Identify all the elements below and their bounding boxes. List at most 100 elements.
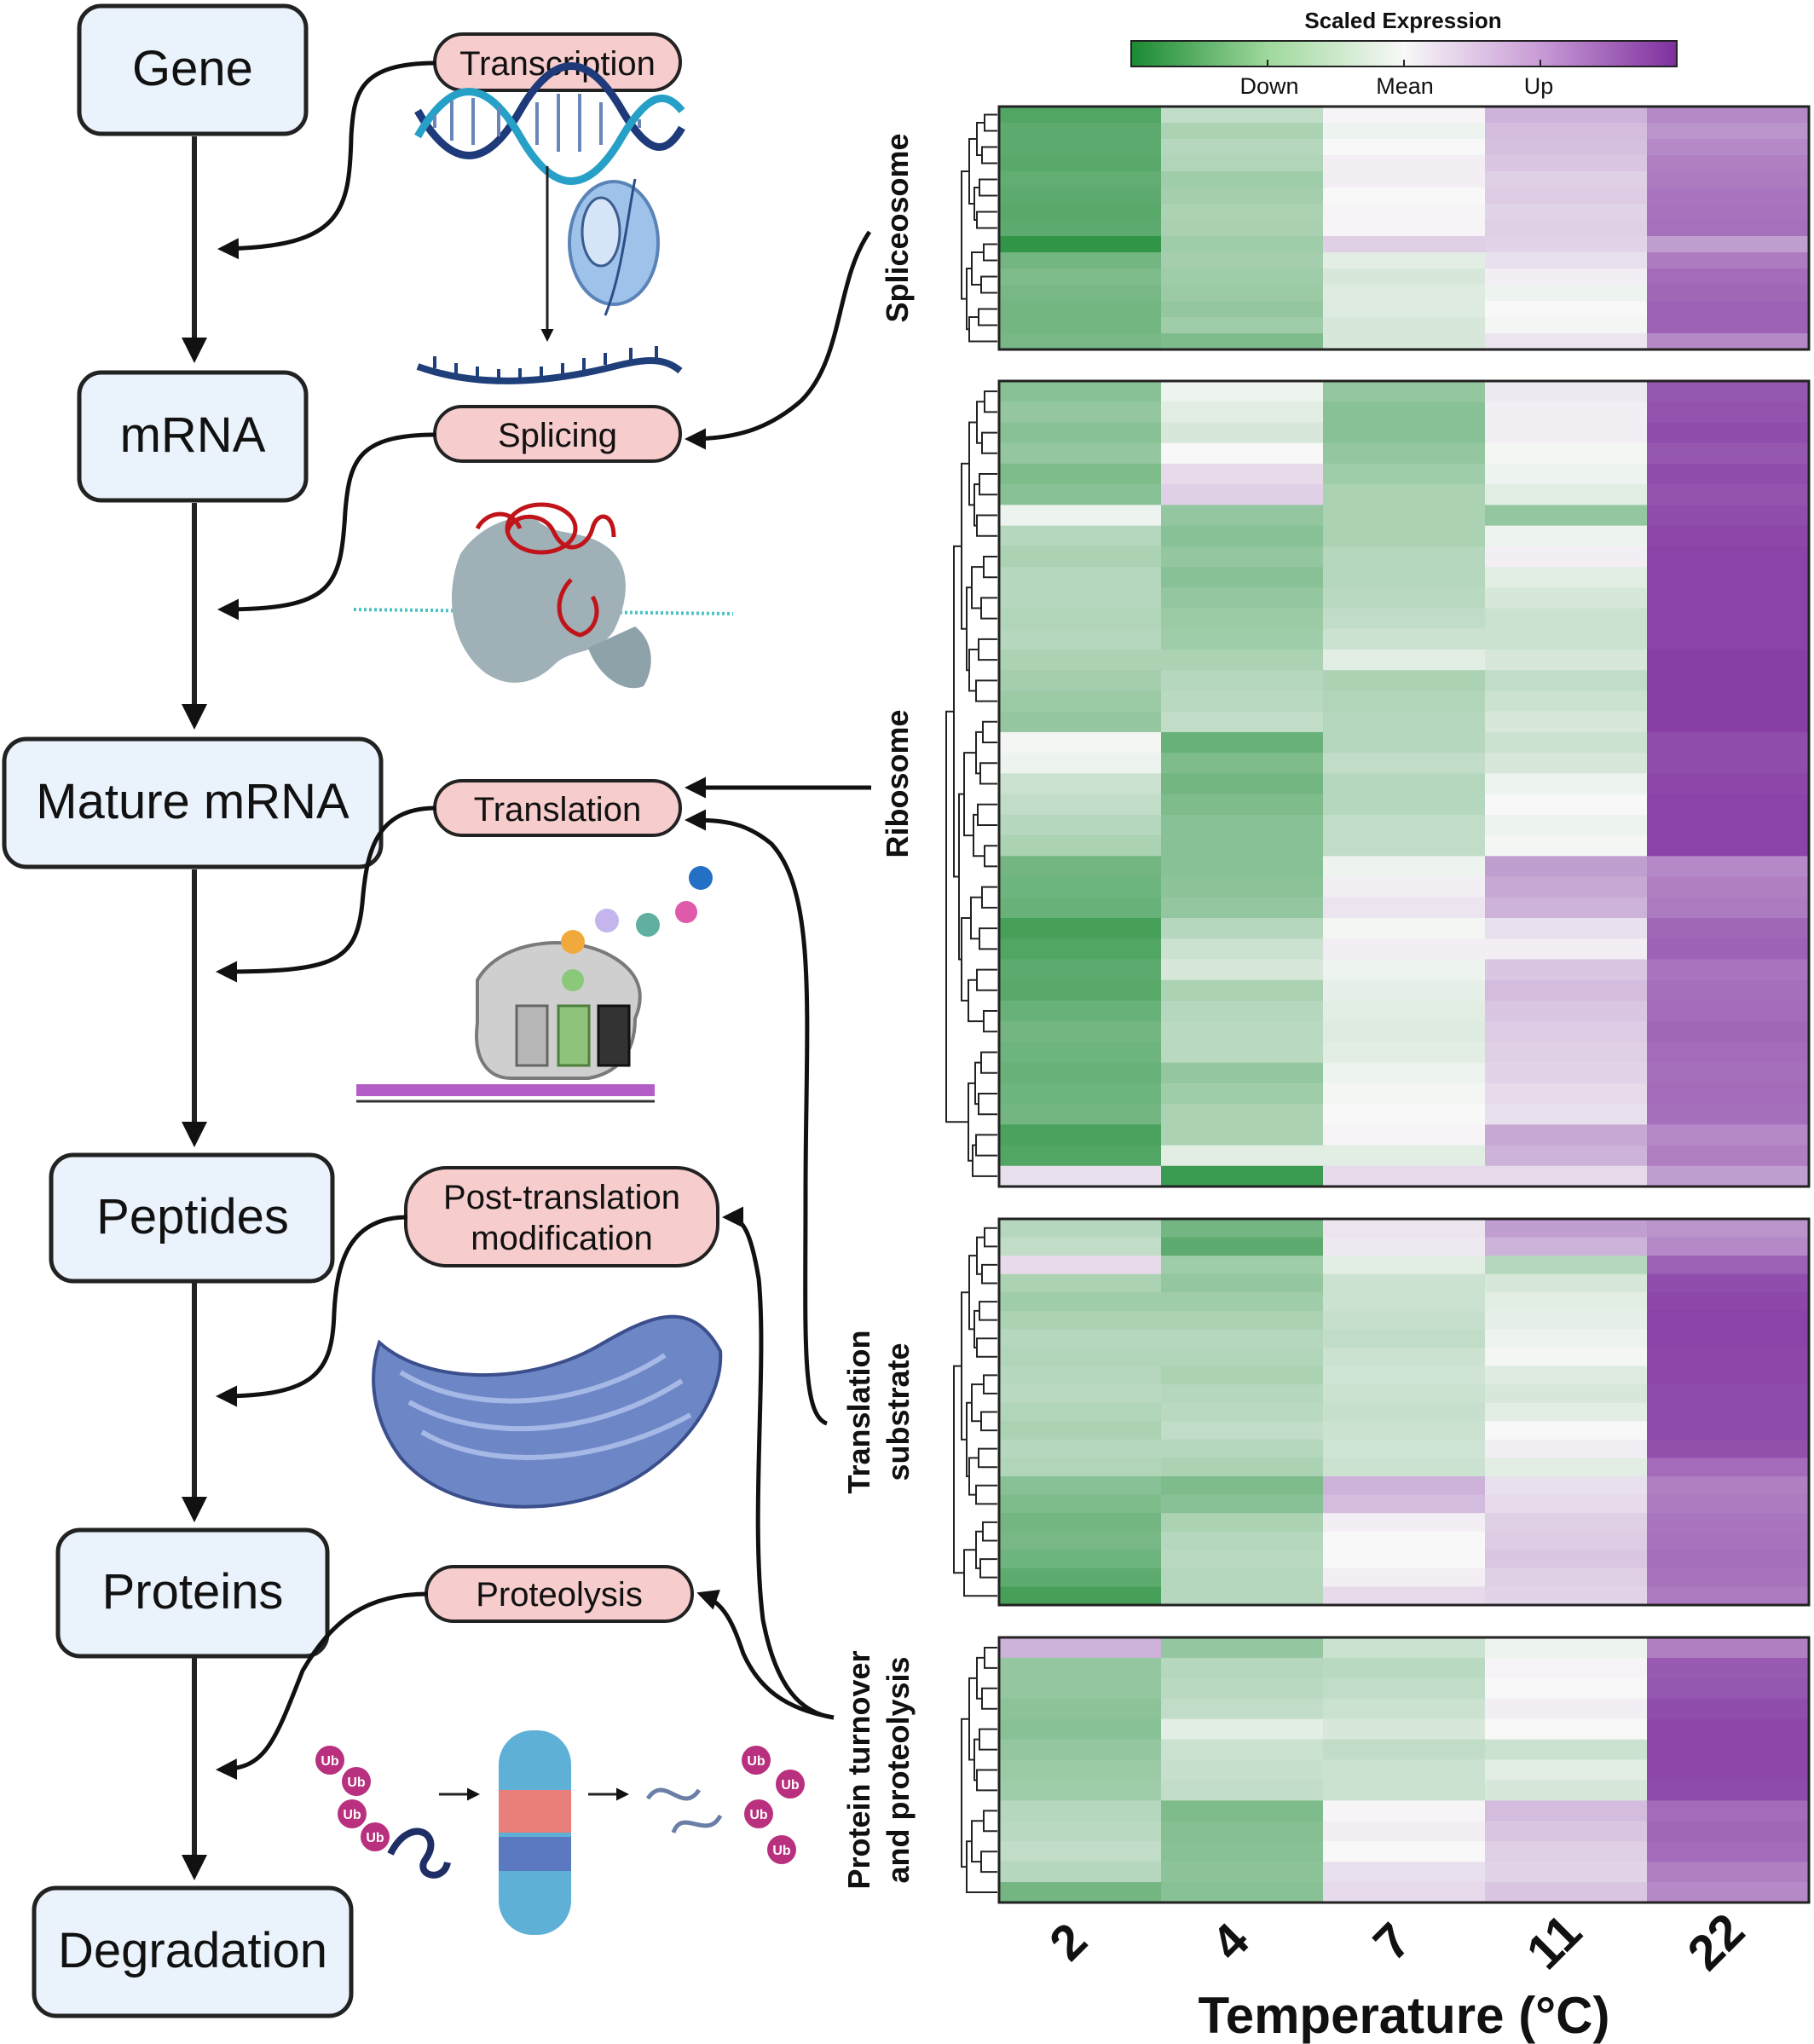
heatmap-cell: [1161, 1458, 1324, 1477]
node-proteins-label: Proteins: [102, 1564, 284, 1620]
heatmap-cell: [1323, 1124, 1486, 1146]
heatmap-cell: [1161, 979, 1324, 1002]
heatmap-cell: [1161, 1677, 1324, 1700]
heatmap-cell: [1647, 401, 1810, 423]
node-proteins: Proteins: [55, 1527, 330, 1659]
heatmap-cell: [1323, 1637, 1486, 1659]
legend-title: Scaled Expression: [1304, 8, 1501, 33]
heatmap-cell: [1323, 1862, 1486, 1883]
heatmap-cell: [1161, 918, 1324, 939]
heatmap-cell: [1647, 1292, 1810, 1312]
dendrogram-branch: [976, 1769, 997, 1792]
heatmap-cell: [1647, 1476, 1810, 1496]
heatmap-cell: [1323, 876, 1486, 898]
heatmap-cell: [1161, 1841, 1324, 1862]
heatmap-cell: [999, 690, 1162, 713]
heatmap-cell: [1485, 753, 1648, 774]
heatmap-cell: [1161, 188, 1324, 205]
heatmap-cell: [1647, 1458, 1810, 1477]
heatmap-cell: [1647, 1366, 1810, 1385]
heatmap-cell: [999, 1550, 1162, 1569]
heatmap-cell: [1485, 1083, 1648, 1105]
heatmap-cell: [1161, 1256, 1324, 1275]
heatmap-cell: [1485, 1348, 1648, 1367]
heatmap-cell: [999, 814, 1162, 836]
heatmap-cell: [1647, 567, 1810, 588]
heatmap-cell: [999, 1841, 1162, 1862]
heatmap-cell: [1485, 731, 1648, 754]
heatmap-cell: [1485, 1657, 1648, 1679]
heatmap-cell: [1161, 1366, 1324, 1385]
heatmap-cell: [1323, 1586, 1486, 1606]
dendrogram: [961, 113, 997, 343]
heatmap-cell: [1323, 1531, 1486, 1550]
heatmap-cell: [999, 1759, 1162, 1781]
heatmap-cell: [1485, 1366, 1648, 1385]
heatmap-cell: [1485, 690, 1648, 713]
heatmap-cell: [1485, 1586, 1648, 1606]
process-transcription: Transcription: [433, 32, 682, 92]
dendrogram-branch: [980, 1851, 997, 1874]
heatmap-cell: [1161, 220, 1324, 237]
heatmap-cell: [1161, 690, 1324, 713]
heatmap-cell: [999, 794, 1162, 816]
heatmap-cell: [1161, 107, 1324, 124]
heatmap-cell: [1485, 567, 1648, 588]
heatmap-cell: [999, 608, 1162, 630]
heatmap-cell: [1161, 1292, 1324, 1312]
dendrogram-branch: [973, 813, 985, 857]
process-ptm: Post-translation modification: [404, 1166, 719, 1267]
heatmap-cell: [1485, 938, 1648, 960]
heatmap-cell: [1647, 220, 1810, 237]
dendrogram-branch: [984, 845, 997, 868]
curve-turnover-to-proteolysis: [696, 1589, 835, 1720]
heatmap-cell: [1161, 1882, 1324, 1903]
heatmap-cell: [1323, 525, 1486, 547]
heatmap-cell: [1647, 1759, 1810, 1781]
heatmap-cell: [1161, 1042, 1324, 1064]
proteasome-illustration: Ub Ub Ub Ub Ub Ub Ub Ub: [315, 1730, 805, 1935]
heatmap-cell: [1161, 1439, 1324, 1458]
heatmap-cell: [1647, 188, 1810, 205]
heatmap-cell: [1647, 1882, 1810, 1903]
heatmap-cell: [1161, 835, 1324, 857]
heatmap-cell: [999, 587, 1162, 609]
heatmap-cell: [1485, 650, 1648, 671]
dendrogram-branch: [981, 431, 997, 454]
dendrogram-branch: [983, 1010, 997, 1033]
heatmap-cell: [1161, 628, 1324, 650]
heatmap-cell: [1485, 711, 1648, 733]
heatmap-cell: [1161, 856, 1324, 878]
heatmap-cell: [1161, 1062, 1324, 1084]
ribosome-illustration: [356, 866, 713, 1103]
heatmap-cell: [1161, 1513, 1324, 1533]
heatmap-cell: [1647, 381, 1810, 402]
heatmap-cell: [1161, 401, 1324, 423]
heatmap-cell: [1485, 1739, 1648, 1761]
heatmap-cell: [999, 525, 1162, 547]
dendrogram-branch: [977, 803, 997, 826]
heatmap-cell: [1323, 753, 1486, 774]
heatmap-cell: [1323, 123, 1486, 140]
heatmap-cell: [1485, 1759, 1648, 1781]
ub-label: Ub: [366, 1831, 384, 1845]
heatmap-cell: [1323, 1513, 1486, 1533]
heatmap-cell: [999, 753, 1162, 774]
heatmap-cell: [1647, 918, 1810, 939]
heatmap-cell: [999, 442, 1162, 465]
curve-spliceosome-to-splicing: [685, 230, 872, 450]
node-mature-mrna: Mature mRNA: [2, 736, 384, 869]
heatmap-cell: [1323, 1841, 1486, 1862]
heatmap-cell: [1647, 1677, 1810, 1700]
heatmap-cell: [1485, 1718, 1648, 1741]
heatmap-cell: [1485, 959, 1648, 981]
heatmap-cell: [1323, 285, 1486, 302]
node-peptides: Peptides: [49, 1152, 335, 1284]
heatmap-cell: [1323, 1657, 1486, 1679]
heatmap-cell: [999, 1062, 1162, 1084]
dendrogram-branch: [979, 1301, 997, 1321]
heatmap-cell: [999, 1739, 1162, 1761]
heatmap-cell: [1647, 1083, 1810, 1105]
dendrogram-branch: [981, 146, 997, 165]
